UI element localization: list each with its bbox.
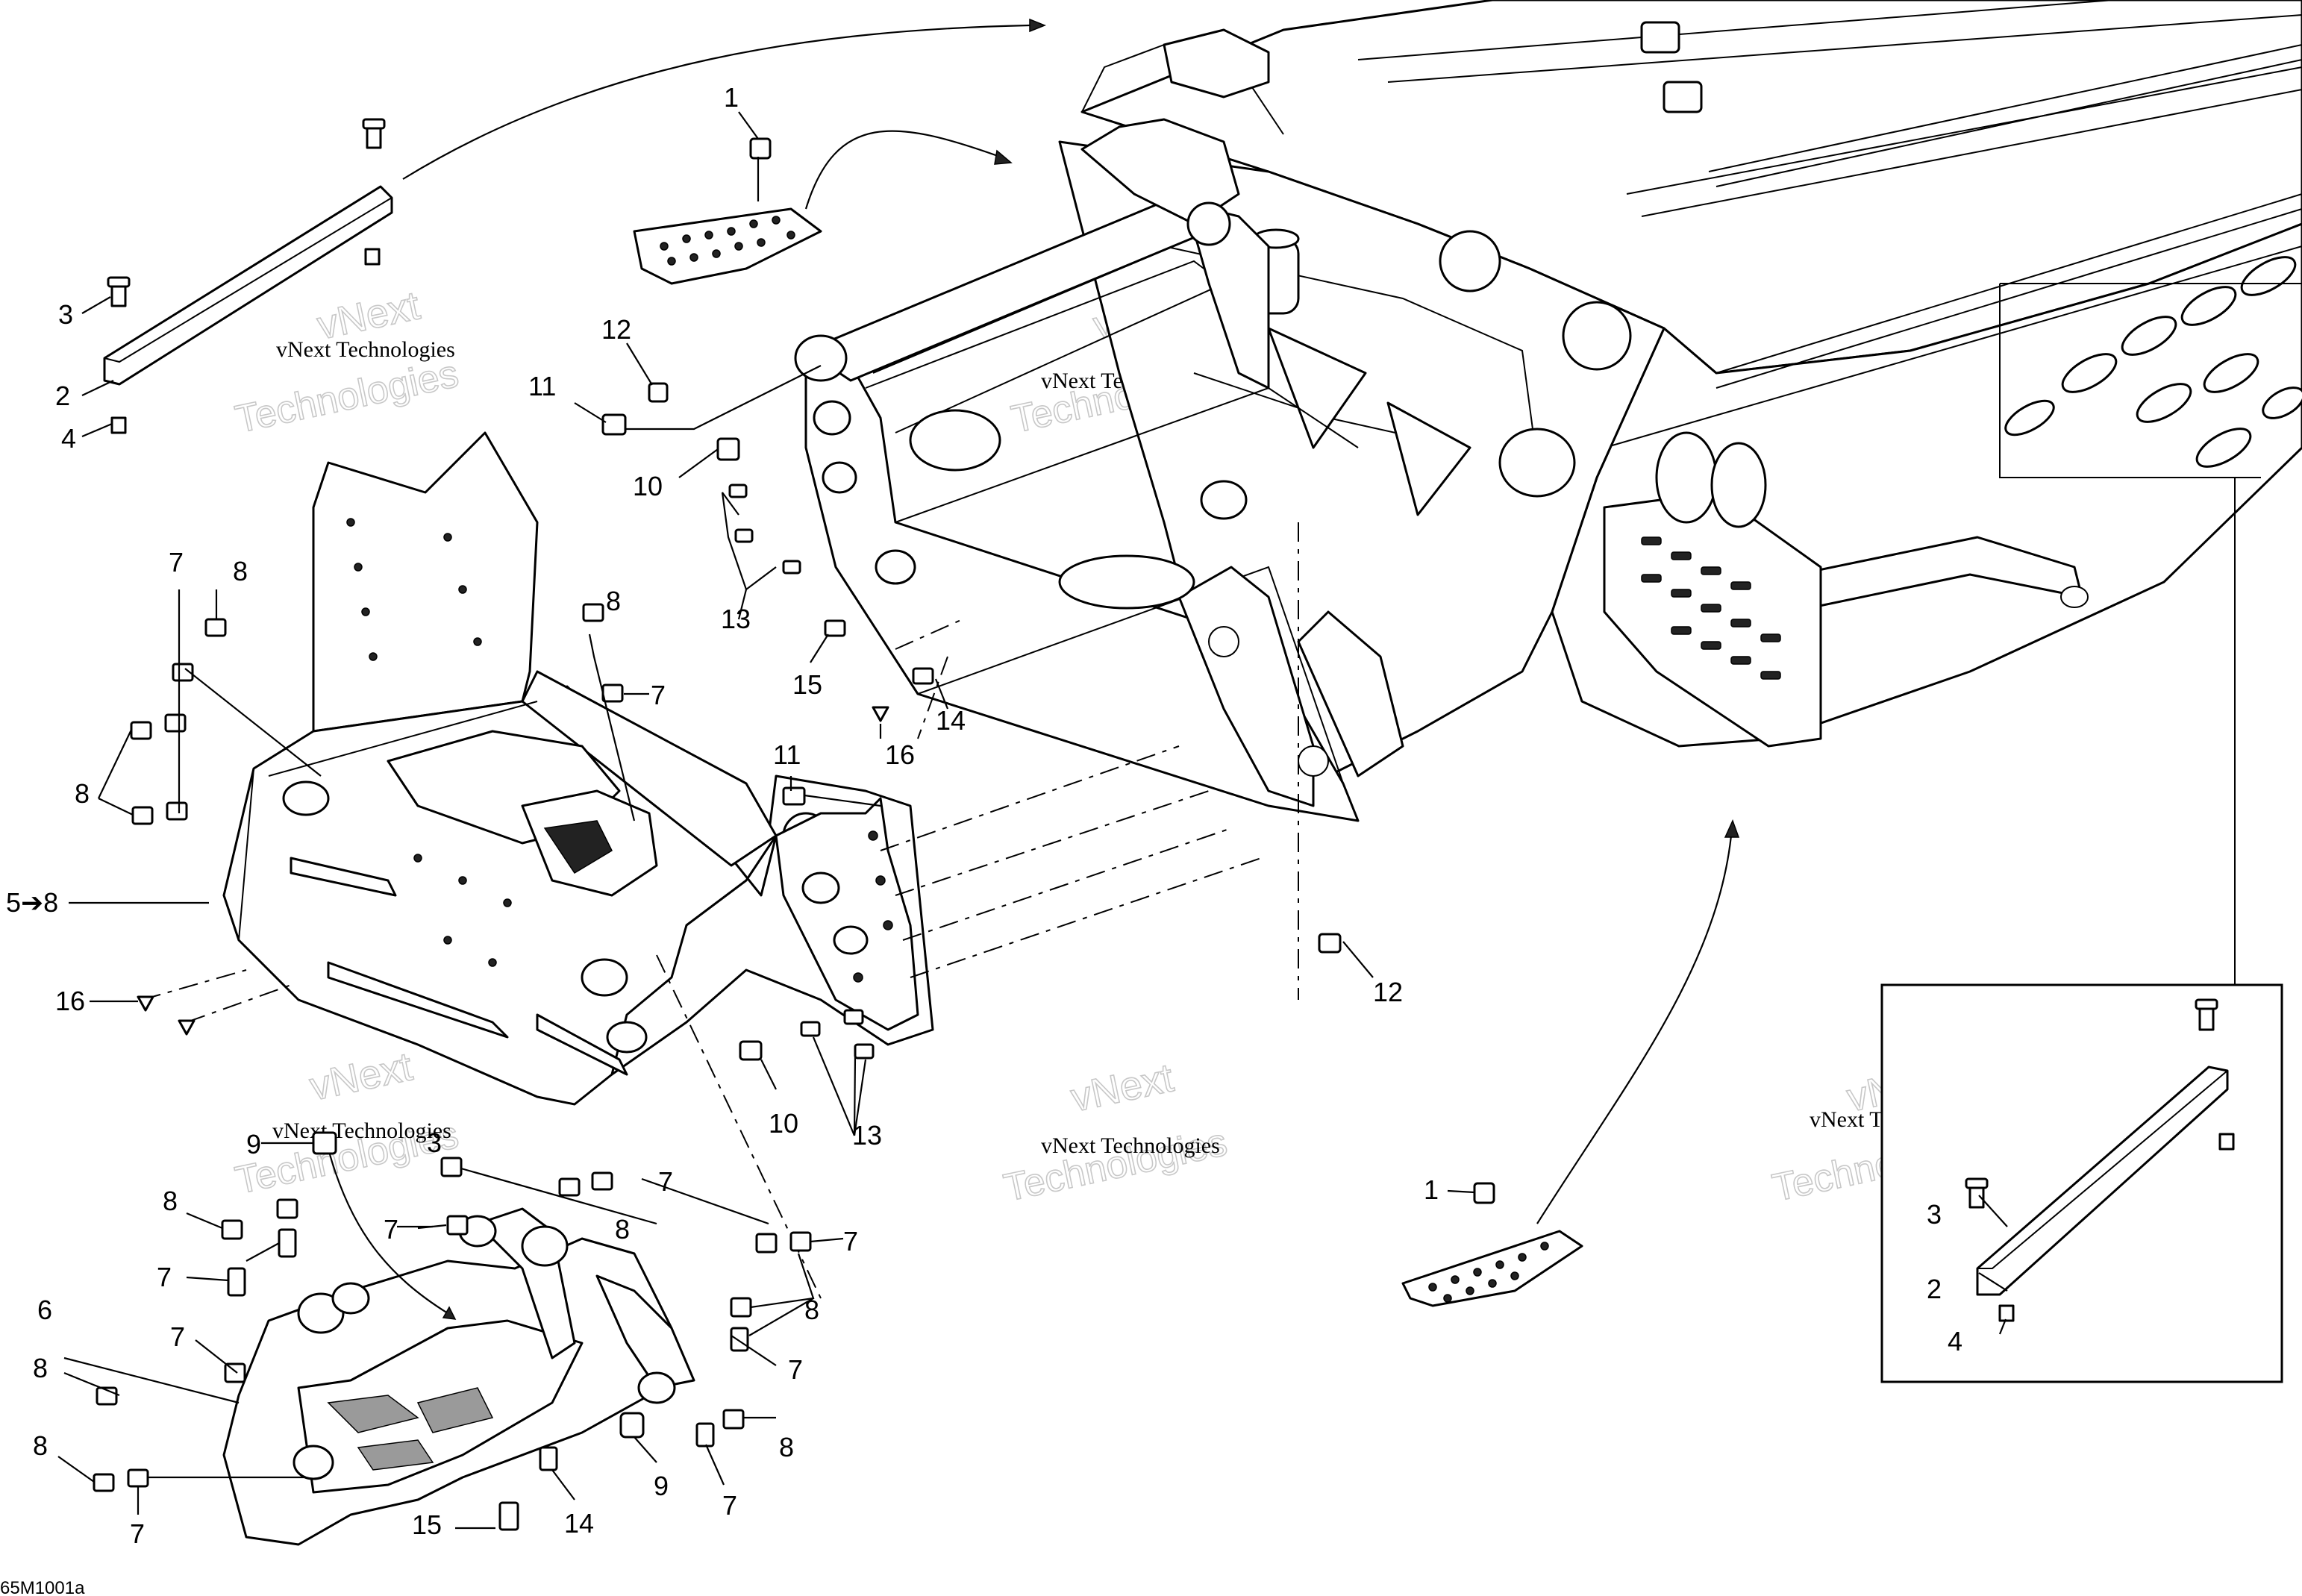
callout-12-top: 12: [601, 314, 631, 345]
watermark-bottom-left: vNext Technologies vNext Technologies: [231, 1044, 463, 1204]
callout-5-8: 5➔8: [6, 887, 58, 918]
callout-9-bottom: 9: [654, 1471, 669, 1501]
callout-8-a: 8: [233, 556, 248, 586]
callout-7-j: 7: [130, 1518, 145, 1549]
watermark-bottom-center: vNext Technologies vNext Technologies: [1000, 1055, 1232, 1211]
callout-11-top: 11: [528, 371, 556, 401]
callout-13-top: 13: [721, 604, 751, 634]
callout-7-h: 7: [788, 1354, 803, 1385]
callout-7-g: 7: [170, 1321, 185, 1352]
foot-rest-holes: [1641, 536, 1781, 680]
footrest-top: [633, 207, 822, 285]
callout-9-left: 9: [246, 1129, 261, 1160]
callout-10-top: 10: [633, 471, 663, 501]
callout-14-top: 14: [936, 705, 966, 736]
suspension-bracket-right: [775, 797, 919, 1031]
chassis-tunnel: [794, 0, 2302, 822]
callout-7-d: 7: [843, 1226, 858, 1257]
callout-8-i: 8: [779, 1432, 794, 1462]
callout-8-d: 8: [163, 1186, 178, 1216]
fasteners: [93, 137, 1495, 1531]
callout-2-inset: 2: [1927, 1274, 1942, 1304]
footrest-bottom: [1401, 1230, 1583, 1307]
tunnel-vents: [2004, 256, 2302, 468]
footrest-top-texture: [660, 216, 795, 266]
callout-7-i: 7: [722, 1490, 737, 1521]
callout-16-left: 16: [55, 986, 85, 1016]
callout-15-top: 15: [792, 669, 822, 700]
callout-8-h: 8: [33, 1430, 48, 1461]
callouts: 1 1 2 2 3 3 3 4 4 5➔8 6 7 7 7 7 7 7 7 7 …: [6, 82, 1962, 1549]
callout-3-inset: 3: [1927, 1199, 1942, 1230]
callout-8-b: 8: [606, 586, 621, 616]
leader-lines: [57, 111, 2008, 1530]
callout-6: 6: [37, 1295, 52, 1325]
callout-15-bottom: 15: [412, 1509, 442, 1540]
svg-text:vNext Technologies: vNext Technologies: [1041, 1133, 1220, 1158]
assembly-arrows: [327, 18, 1740, 1320]
callout-1-bottom: 1: [1424, 1174, 1439, 1205]
front-frame-bellypan: [222, 431, 778, 1106]
footrest-bottom-texture: [1428, 1242, 1549, 1303]
callout-14-bottom: 14: [564, 1508, 594, 1539]
tunnel-rails: [1357, 0, 2302, 217]
support-bar-left: [103, 118, 393, 434]
callout-8-c: 8: [75, 778, 90, 809]
callout-3-left: 3: [58, 299, 73, 330]
callout-12-right: 12: [1373, 977, 1403, 1007]
lower-suspension-bracket: [222, 1207, 695, 1546]
watermark-label: vNext Technologies: [276, 337, 455, 362]
callout-4-inset: 4: [1948, 1326, 1962, 1356]
callout-7-c: 7: [658, 1166, 673, 1197]
callout-7-b: 7: [651, 680, 666, 710]
callout-1-top: 1: [724, 82, 739, 113]
callout-7-a: 7: [169, 547, 184, 578]
callout-8-g: 8: [33, 1353, 48, 1383]
bellypan-holes: [346, 518, 512, 967]
callout-3-bottom: 3: [427, 1127, 442, 1158]
inset-detail: [1880, 983, 2283, 1383]
callout-16-top: 16: [885, 739, 915, 770]
watermark-top-left: vNext Technologies vNext Technologies: [231, 283, 463, 442]
callout-11-mid: 11: [773, 739, 801, 770]
svg-text:vNext: vNext: [306, 1044, 416, 1109]
callout-13-mid: 13: [852, 1120, 882, 1151]
callout-2-left: 2: [55, 381, 70, 411]
svg-text:vNext: vNext: [1067, 1055, 1177, 1120]
callout-4-left: 4: [61, 423, 76, 454]
callout-7-e: 7: [384, 1214, 398, 1245]
callout-7-f: 7: [157, 1262, 172, 1292]
callout-8-e: 8: [615, 1214, 630, 1245]
callout-10-mid: 10: [769, 1108, 798, 1139]
drawing-code: 65M1001a: [0, 1578, 85, 1596]
svg-text:vNext Technologies: vNext Technologies: [272, 1118, 451, 1143]
watermark-technologies: Technologies: [231, 352, 462, 442]
callout-8-f: 8: [804, 1295, 819, 1325]
